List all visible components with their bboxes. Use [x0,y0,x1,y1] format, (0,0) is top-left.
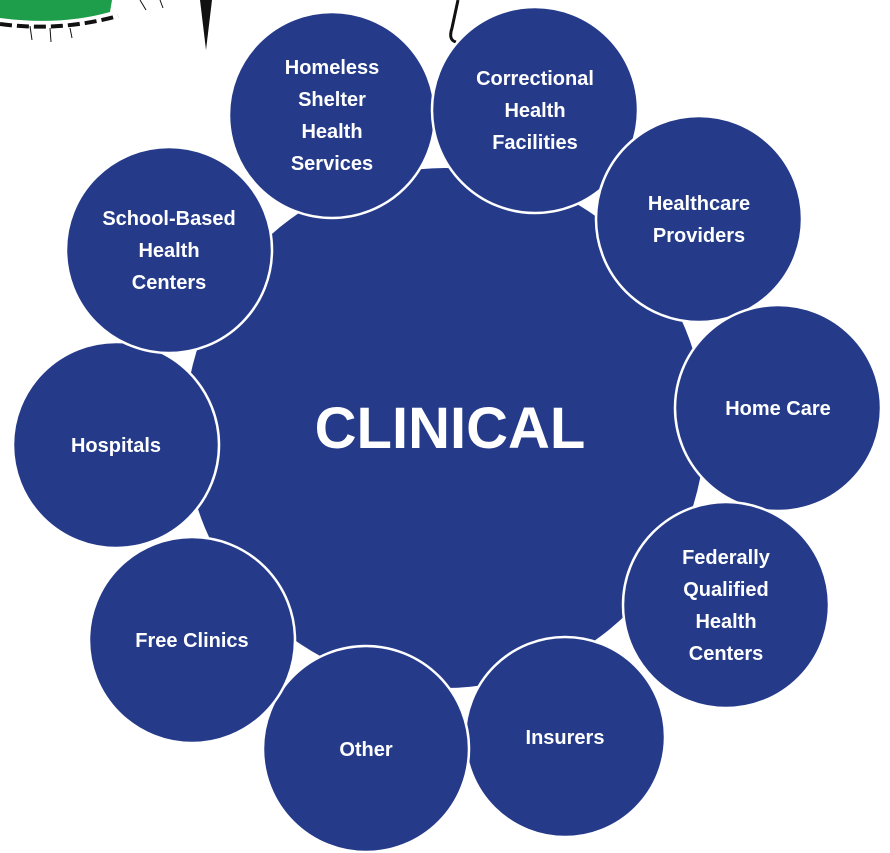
node-other: Other [261,644,471,853]
node-label: Insurers [526,727,605,749]
node-label-line: Federally [682,547,771,569]
node-label-line: Centers [689,643,763,665]
node-label-line: Facilities [492,132,578,154]
node-label-line: Health [301,121,362,143]
node-label-line: Services [291,153,373,175]
node-label-line: School-Based [102,208,235,230]
node-label-line: Healthcare [648,193,750,215]
node-circle [621,500,831,710]
node-label-line: Health [504,100,565,122]
node-circle [673,303,883,513]
node-label-line: Health [695,611,756,633]
node-label-line: Health [138,240,199,262]
node-insurers: Insurers [463,635,667,839]
node-label-line: Qualified [683,579,769,601]
node-label-line: Hospitals [71,435,161,457]
node-label-line: Other [339,739,393,761]
node-label: Hospitals [71,435,161,457]
node-label: Other [339,739,393,761]
node-label-line: Homeless [285,57,380,79]
node-free-clinics: Free Clinics [87,535,297,745]
node-hospitals: Hospitals [11,340,221,550]
node-label-line: Centers [132,272,206,294]
node-circle [64,145,274,355]
center-circle [185,168,705,688]
node-circle [594,114,804,324]
node-home-care: Home Care [673,303,883,513]
node-circle [87,535,297,745]
node-circle [261,644,471,853]
node-label-line: Home Care [725,398,831,420]
node-circle [430,5,640,215]
node-circle [11,340,221,550]
node-label: Free Clinics [135,630,248,652]
node-circle [227,10,437,220]
node-label-line: Providers [653,225,745,247]
node-label-line: Correctional [476,68,594,90]
node-label-line: Insurers [526,727,605,749]
corner-decoration [0,0,460,50]
center-label: CLINICAL [315,396,586,461]
node-label-line: Free Clinics [135,630,248,652]
node-label-line: Shelter [298,89,366,111]
node-label: Home Care [725,398,831,420]
